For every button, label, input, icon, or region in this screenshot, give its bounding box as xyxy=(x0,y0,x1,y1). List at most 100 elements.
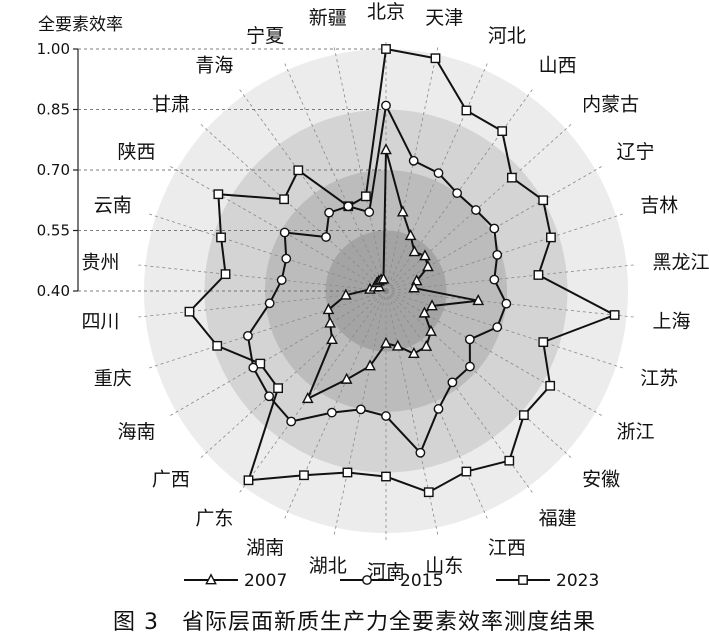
series-point-square xyxy=(243,475,254,486)
series-point-circle xyxy=(248,362,259,373)
series-point-square xyxy=(538,195,549,206)
series-point-circle xyxy=(355,404,366,415)
category-label: 湖北 xyxy=(309,555,347,577)
series-point-circle xyxy=(501,298,512,309)
series-point-circle xyxy=(264,298,275,309)
series-point-square xyxy=(184,306,195,317)
series-point-triangle xyxy=(301,391,314,404)
series-point-square xyxy=(212,340,223,351)
legend-label: 2015 xyxy=(400,571,443,591)
category-label: 福建 xyxy=(539,508,577,530)
axis-tick-label: 1.00 xyxy=(37,40,70,58)
series-point-triangle xyxy=(408,281,420,293)
series-point-circle xyxy=(464,334,475,345)
series-2007 xyxy=(301,143,485,404)
category-label: 辽宁 xyxy=(616,141,654,163)
series-point-square xyxy=(279,194,289,205)
series-point-circle xyxy=(362,575,372,585)
category-label: 甘肃 xyxy=(152,94,190,116)
series-point-circle xyxy=(492,322,503,333)
series-point-square xyxy=(430,53,441,64)
series-point-circle xyxy=(433,404,444,414)
series-point-circle xyxy=(447,377,458,388)
series-point-square xyxy=(342,467,353,478)
category-label: 广西 xyxy=(152,468,190,490)
series-point-square xyxy=(497,126,508,137)
series-point-triangle xyxy=(404,229,417,241)
series-point-square xyxy=(360,191,371,202)
category-label: 内蒙古 xyxy=(582,94,639,116)
category-label: 河北 xyxy=(488,25,526,47)
series-point-circle xyxy=(343,201,354,212)
category-label: 安徽 xyxy=(582,468,620,490)
series-point-square xyxy=(518,575,528,585)
series-point-triangle xyxy=(420,339,433,351)
category-label: 浙江 xyxy=(616,421,654,443)
category-label: 山西 xyxy=(539,54,577,76)
series-point-triangle xyxy=(396,205,409,217)
series-point-square xyxy=(546,232,556,243)
series-point-circle xyxy=(381,411,391,421)
series-point-circle xyxy=(489,223,500,234)
category-labels: 北京天津河北山西内蒙古辽宁吉林黑龙江上海江苏浙江安徽福建江西山东河南湖北湖南广东… xyxy=(82,1,709,583)
series-point-square xyxy=(518,410,529,421)
series-point-square xyxy=(538,337,549,348)
category-label: 贵州 xyxy=(82,252,120,274)
series-point-square xyxy=(381,44,391,54)
axis-tick-label: 0.55 xyxy=(37,222,70,240)
series-point-triangle xyxy=(380,336,392,348)
series-point-triangle xyxy=(324,316,336,328)
series-point-triangle xyxy=(425,324,437,336)
series-point-square xyxy=(273,383,283,394)
series-point-circle xyxy=(465,361,475,372)
series-point-triangle xyxy=(322,302,335,315)
category-label: 山东 xyxy=(425,555,463,577)
figure-caption: 图 3 省际层面新质生产力全要素效率测度结果 xyxy=(113,610,596,635)
category-label: 新疆 xyxy=(309,7,347,29)
series-point-square xyxy=(255,358,266,369)
series-point-circle xyxy=(492,249,503,260)
series-layer xyxy=(184,44,620,498)
series-point-circle xyxy=(276,275,287,285)
series-point-square xyxy=(533,270,544,280)
category-label: 云南 xyxy=(94,194,132,216)
series-2023 xyxy=(184,44,620,498)
category-label: 广东 xyxy=(195,508,233,530)
series-point-circle xyxy=(286,416,297,427)
series-point-triangle xyxy=(364,359,376,371)
series-point-triangle xyxy=(418,306,431,318)
series-point-triangle xyxy=(340,288,352,300)
series-point-circle xyxy=(326,407,337,418)
series-point-triangle xyxy=(326,332,338,344)
legend-label: 2023 xyxy=(556,571,599,591)
category-label: 北京 xyxy=(367,1,405,23)
series-point-triangle xyxy=(377,272,390,284)
series-point-circle xyxy=(381,100,391,111)
axis-tick-label: 0.40 xyxy=(37,282,70,300)
category-label: 重庆 xyxy=(94,368,132,390)
series-point-square xyxy=(609,310,620,320)
series-point-circle xyxy=(324,207,335,218)
series-point-circle xyxy=(489,274,500,285)
category-label: 湖南 xyxy=(246,537,284,559)
category-label: 四川 xyxy=(82,310,120,332)
series-point-square xyxy=(381,471,391,482)
series-point-triangle xyxy=(340,372,353,384)
series-point-circle xyxy=(281,253,292,264)
series-point-square xyxy=(220,269,231,280)
category-label: 海南 xyxy=(117,421,155,443)
series-point-circle xyxy=(364,207,375,217)
series-point-circle xyxy=(264,391,275,402)
series-point-circle xyxy=(415,447,426,458)
category-label: 吉林 xyxy=(640,194,678,216)
series-point-triangle xyxy=(408,245,421,257)
series-point-triangle xyxy=(472,293,485,306)
series-point-circle xyxy=(471,205,481,215)
series-point-triangle xyxy=(391,339,404,351)
axis-tick-label: 0.85 xyxy=(37,101,70,119)
series-point-triangle xyxy=(419,249,431,261)
series-point-triangle xyxy=(380,143,392,155)
series-point-square xyxy=(461,105,472,116)
series-point-circle xyxy=(452,188,463,199)
category-label: 青海 xyxy=(195,54,233,76)
